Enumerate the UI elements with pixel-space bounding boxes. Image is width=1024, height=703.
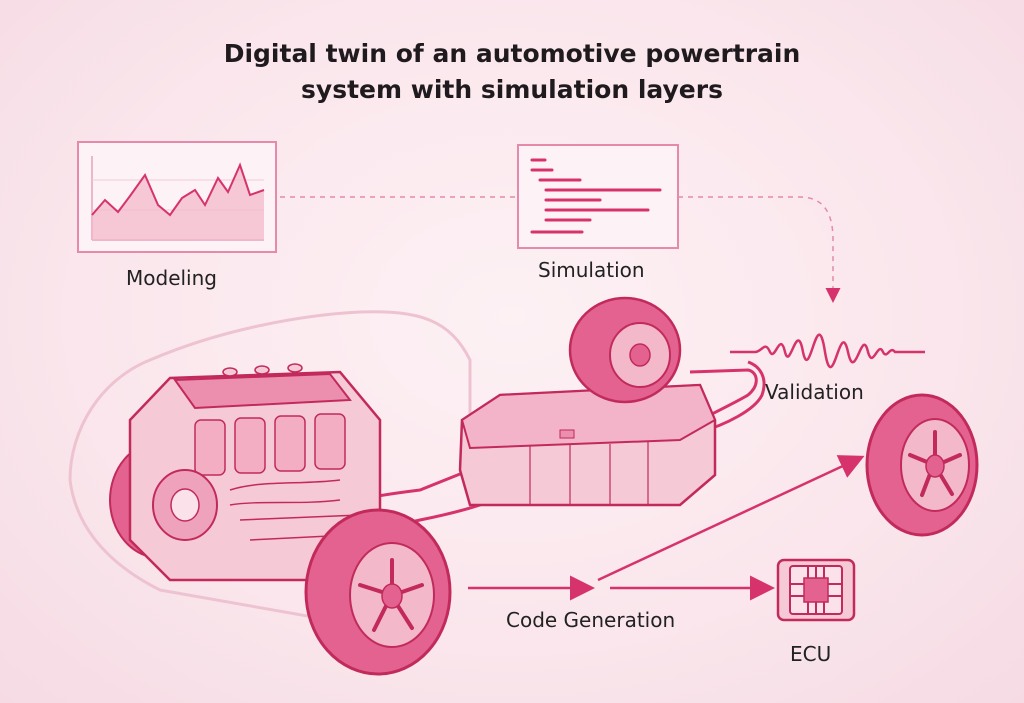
engine-block [128, 363, 382, 582]
code-generation-to-validation-arrow [597, 455, 865, 582]
car-body-outline [68, 310, 472, 481]
simulation-label: Simulation [538, 258, 645, 282]
modeling-chart-panel [77, 141, 277, 253]
simulation-code-panel [517, 144, 679, 249]
code-listing-icon [530, 158, 662, 234]
modeling-label: Modeling [126, 266, 217, 290]
code-generation-label: Code Generation [506, 608, 676, 632]
validation-label: Validation [765, 380, 864, 404]
car-body-lower-outline [68, 479, 331, 622]
waveform-icon [730, 333, 925, 369]
front-right-wheel [865, 393, 979, 537]
title-line-2: system with simulation layers [301, 75, 723, 104]
microchip-icon [776, 558, 856, 622]
rear-right-wheel [568, 296, 682, 404]
front-left-wheel [304, 508, 452, 676]
line-chart-icon [91, 156, 265, 241]
title-line-1: Digital twin of an automotive powertrain [223, 39, 801, 68]
battery-pack [458, 383, 717, 507]
simulation-to-validation-connector [678, 196, 841, 303]
page-title: Digital twin of an automotive powertrain… [0, 36, 1024, 108]
ecu-label: ECU [790, 642, 832, 666]
